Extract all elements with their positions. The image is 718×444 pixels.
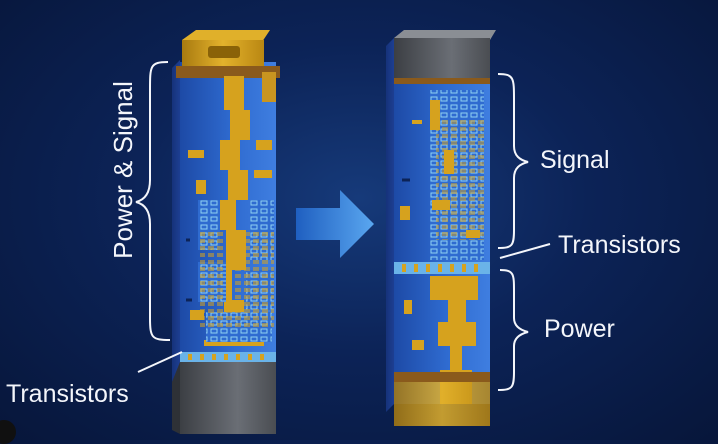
power-signal-label: Power & Signal bbox=[108, 81, 138, 259]
signal-label: Signal bbox=[540, 146, 610, 174]
top-gold-cap bbox=[176, 30, 280, 78]
left-transistors-leader bbox=[137, 351, 183, 373]
left-pillar bbox=[172, 30, 280, 434]
power-label: Power bbox=[544, 315, 615, 343]
right-pillar bbox=[386, 30, 496, 426]
right-power-base bbox=[394, 382, 490, 426]
corner-avatar-icon bbox=[0, 420, 16, 444]
left-transistors-label: Transistors bbox=[6, 380, 129, 408]
power-brace bbox=[497, 269, 529, 391]
right-transistors-leader bbox=[499, 243, 551, 259]
right-arrow-icon bbox=[296, 190, 374, 258]
power-signal-brace bbox=[135, 61, 171, 341]
right-transistors-label: Transistors bbox=[558, 231, 681, 259]
left-substrate bbox=[180, 362, 276, 434]
signal-brace bbox=[497, 73, 529, 249]
